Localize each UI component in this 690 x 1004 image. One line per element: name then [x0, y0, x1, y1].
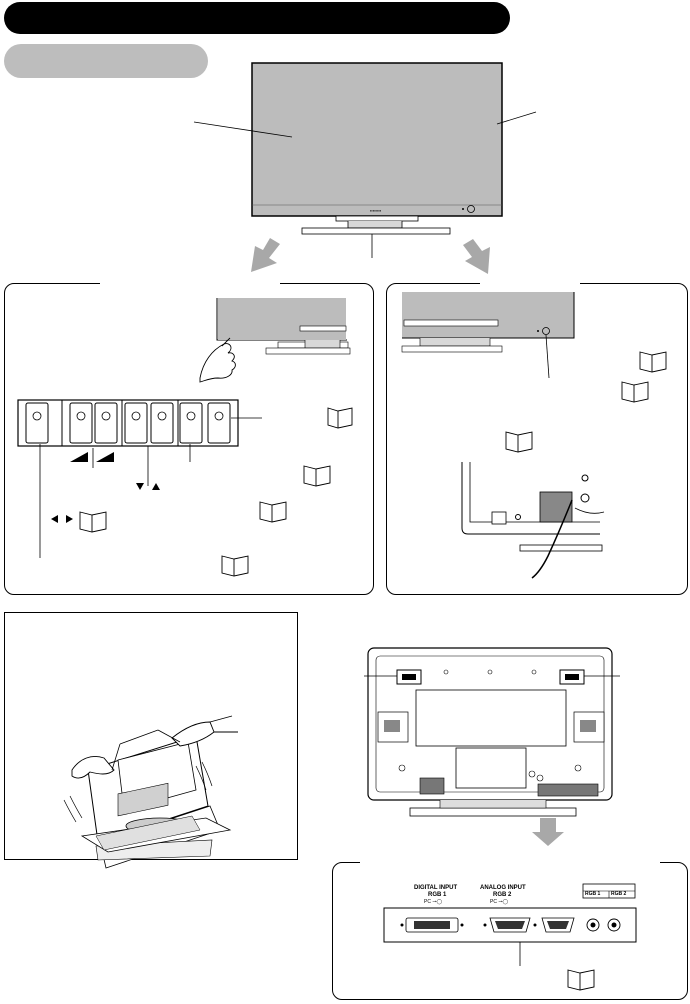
control-button-6	[179, 402, 203, 444]
manual-reference-icon	[79, 511, 107, 533]
manual-reference-icon	[621, 381, 649, 403]
control-button-3	[94, 402, 118, 444]
audio-rgb2-label: RGB 2	[611, 891, 627, 897]
manual-reference-icon	[259, 501, 287, 523]
vga-port	[483, 917, 537, 933]
digital-input-label: DIGITAL INPUT	[414, 885, 458, 891]
power-cable	[531, 499, 573, 579]
header-bar	[4, 2, 510, 34]
dvi-port	[400, 917, 464, 933]
audio-rgb1-label: RGB 1	[585, 891, 601, 897]
brand-logo: ▪▪▪▪▪▪▪▪	[370, 208, 382, 213]
stand-base	[301, 227, 451, 235]
arrow-down-icon	[251, 238, 280, 272]
hand-icon	[199, 337, 236, 383]
pc-label-2: PC ⊸◯	[490, 899, 509, 905]
control-button-4	[124, 402, 148, 444]
control-button-1	[25, 402, 49, 444]
hand-icon	[71, 715, 238, 779]
manual-reference-icon	[505, 431, 533, 453]
power-button-icon	[467, 205, 475, 213]
rgb1-label: RGB 1	[428, 892, 447, 898]
volume-down-icon	[70, 452, 88, 462]
arrow-down-icon	[532, 818, 564, 846]
manual-reference-icon	[303, 465, 331, 487]
control-button-7	[207, 402, 231, 444]
manual-reference-icon	[567, 969, 595, 991]
arrow-down-icon	[463, 239, 490, 274]
control-button-2	[69, 402, 93, 444]
arrow-right-icon	[66, 515, 73, 523]
section-pill	[4, 44, 208, 78]
analog-input-label: ANALOG INPUT	[480, 885, 526, 891]
manual-reference-icon	[639, 351, 667, 373]
manual-reference-icon	[221, 555, 249, 577]
volume-up-icon	[96, 452, 114, 462]
arrow-left-icon	[51, 515, 58, 523]
arrow-up-icon	[152, 483, 160, 490]
control-button-5	[150, 402, 174, 444]
pc-label-1: PC ⊸◯	[424, 899, 443, 905]
arrow-down-icon	[136, 483, 144, 490]
power-indicator-icon	[462, 208, 464, 210]
serial-port	[541, 917, 575, 933]
rgb2-label: RGB 2	[493, 892, 512, 898]
power-button-icon	[542, 327, 550, 335]
manual-reference-icon	[327, 407, 353, 429]
